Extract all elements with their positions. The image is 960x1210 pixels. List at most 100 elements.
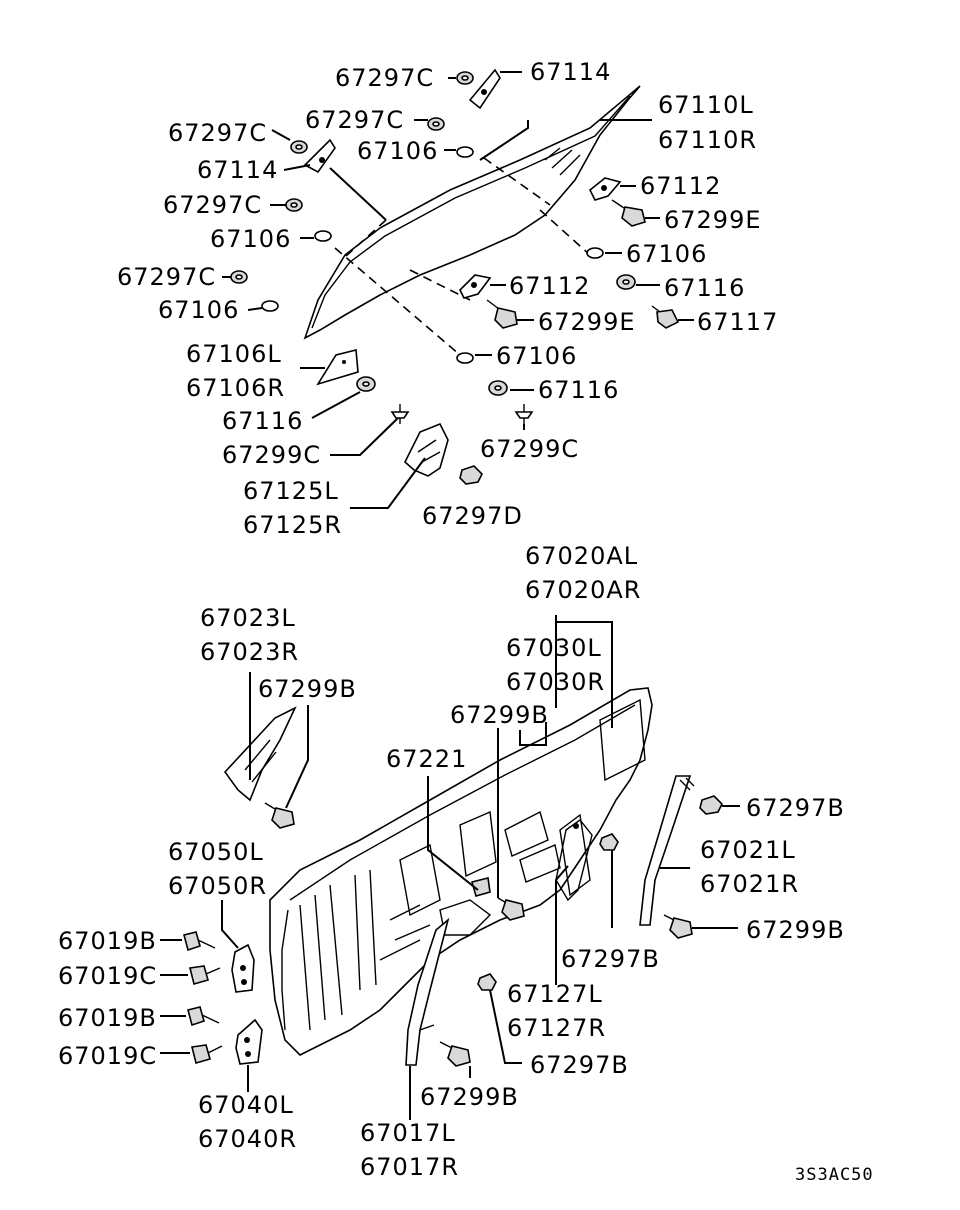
label-67017l: 67017L <box>360 1119 456 1147</box>
bolt-67019c-a <box>189 965 221 985</box>
label-67050r: 67050R <box>168 872 267 900</box>
grommet-67297c-b <box>427 117 445 131</box>
label-67127l: 67127L <box>507 980 603 1008</box>
label-67299b-b: 67299B <box>450 701 549 729</box>
label-67299b-a: 67299B <box>258 675 357 703</box>
label-67030r: 67030R <box>506 668 605 696</box>
label-67020ar: 67020AR <box>525 576 641 604</box>
label-67221: 67221 <box>386 745 467 773</box>
label-67299b-d: 67299B <box>420 1083 519 1111</box>
label-67112-b: 67112 <box>509 272 590 300</box>
label-67040r: 67040R <box>198 1125 297 1153</box>
bolt-67299b-d <box>439 1041 471 1067</box>
label-67297c-c: 67297C <box>168 119 267 147</box>
clip-67114-b <box>303 138 336 174</box>
channel-67023 <box>223 706 297 802</box>
channel-67017 <box>405 917 450 1066</box>
washer-67106-c <box>261 300 279 312</box>
grommet-67297c-a <box>456 71 474 85</box>
label-67106r: 67106R <box>186 374 285 402</box>
seal-67116-b <box>488 380 508 396</box>
label-67127r: 67127R <box>507 1014 606 1042</box>
label-67106-b: 67106 <box>210 225 291 253</box>
label-67050l: 67050L <box>168 838 264 866</box>
label-67117: 67117 <box>697 308 778 336</box>
label-67019b-b: 67019B <box>58 1004 157 1032</box>
label-67030l: 67030L <box>506 634 602 662</box>
label-67299c-a: 67299C <box>222 441 321 469</box>
label-67112-a: 67112 <box>640 172 721 200</box>
label-67114-a: 67114 <box>530 58 611 86</box>
clip-67221 <box>471 877 491 897</box>
pad-67106lr <box>316 348 359 386</box>
label-67116-b: 67116 <box>538 376 619 404</box>
bracket-67112-a <box>588 177 622 201</box>
bolt-67299e-a <box>611 199 646 227</box>
label-67114-b: 67114 <box>197 156 278 184</box>
bolt-67019b-b <box>187 1006 220 1027</box>
washer-67106-e <box>456 352 474 364</box>
label-67297c-a: 67297C <box>335 64 434 92</box>
label-67019c-a: 67019C <box>58 962 157 990</box>
bolt-67299b-b <box>497 897 525 921</box>
channel-67021 <box>639 775 695 926</box>
hinge-67040 <box>235 1018 263 1065</box>
stopper-67117 <box>651 305 680 329</box>
washer-67106-b <box>314 230 332 242</box>
label-67297c-b: 67297C <box>305 106 404 134</box>
bolt-67019c-b <box>191 1044 223 1064</box>
nut-67297b-a <box>699 795 723 815</box>
washer-67106-a <box>456 146 474 158</box>
grommet-67297c-d <box>285 198 303 212</box>
door-glass-67110 <box>303 85 641 340</box>
label-67297b-c: 67297B <box>530 1051 629 1079</box>
label-67116-a: 67116 <box>664 274 745 302</box>
grommet-67297c-e <box>230 270 248 284</box>
label-67023r: 67023R <box>200 638 299 666</box>
regulator-67125 <box>404 422 449 477</box>
label-67297b-b: 67297B <box>561 945 660 973</box>
label-67040l: 67040L <box>198 1091 294 1119</box>
bolt-67299b-a <box>264 802 295 829</box>
bracket-67112-b <box>459 274 492 299</box>
label-67020al: 67020AL <box>525 542 638 570</box>
clip-67114-a <box>468 68 501 110</box>
label-67299c-b: 67299C <box>480 435 579 463</box>
label-67017r: 67017R <box>360 1153 459 1181</box>
label-67125l: 67125L <box>243 477 339 505</box>
label-67299e-a: 67299E <box>664 206 762 234</box>
label-67297d: 67297D <box>422 502 523 530</box>
label-67019b-a: 67019B <box>58 927 157 955</box>
label-67110l: 67110L <box>658 91 754 119</box>
label-67116-c: 67116 <box>222 407 303 435</box>
label-67106-c: 67106 <box>626 240 707 268</box>
label-67023l: 67023L <box>200 604 296 632</box>
clip-67299c-a <box>390 404 410 424</box>
diagram-code: 3S3AC50 <box>795 1165 874 1185</box>
clip-67299c-b <box>514 404 534 424</box>
label-67297b-a: 67297B <box>746 794 845 822</box>
bolt-67019b-a <box>183 931 216 952</box>
nut-67297b-c <box>477 973 497 991</box>
seal-67116-c <box>356 376 376 392</box>
label-67021l: 67021L <box>700 836 796 864</box>
label-67125r: 67125R <box>243 511 342 539</box>
label-67021r: 67021R <box>700 870 799 898</box>
label-67110r: 67110R <box>658 126 757 154</box>
grommet-67297c-c <box>290 140 308 154</box>
label-67106-a: 67106 <box>357 137 438 165</box>
label-67106l: 67106L <box>186 340 282 368</box>
label-67297c-e: 67297C <box>117 263 216 291</box>
label-67106-e: 67106 <box>496 342 577 370</box>
label-67299b-c: 67299B <box>746 916 845 944</box>
nut-67297d <box>459 465 483 485</box>
label-67297c-d: 67297C <box>163 191 262 219</box>
label-67019c-b: 67019C <box>58 1042 157 1070</box>
nut-67297b-b <box>599 833 619 851</box>
label-67299e-b: 67299E <box>538 308 636 336</box>
washer-67106-d <box>586 247 604 259</box>
hinge-67050 <box>231 943 255 993</box>
bolt-67299b-c <box>663 914 693 939</box>
